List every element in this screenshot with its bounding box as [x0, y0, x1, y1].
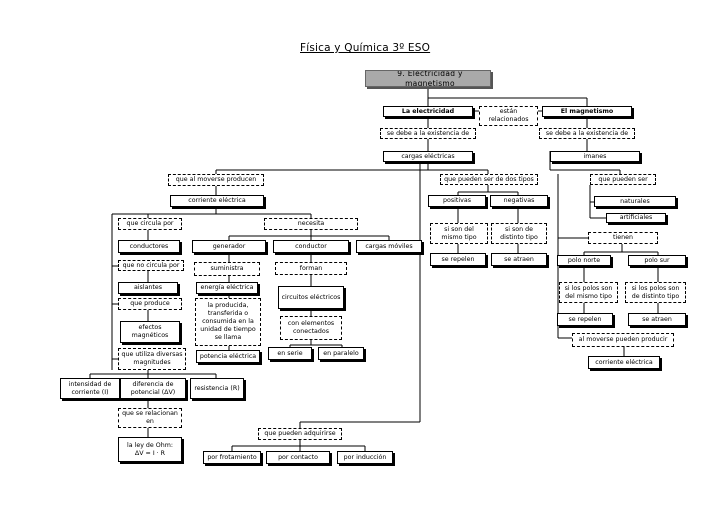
node-que-al-moverse-producen: que al moverse producen	[168, 174, 264, 186]
node-conductores: conductores	[118, 240, 180, 253]
node-la-producida: la producida, transferida o consumida en…	[195, 298, 261, 346]
node-corriente-electrica-2: corriente eléctrica	[588, 356, 660, 369]
node-si-polos-mismo-tipo: si los polos son del mismo tipo	[559, 282, 618, 303]
node-circuitos-electricos: circuitos eléctricos	[278, 286, 344, 309]
node-potencia-electrica: potencia eléctrica	[196, 350, 260, 363]
node-aislantes: aislantes	[118, 282, 178, 294]
node-que-pueden-ser-de-dos-tipos: que pueden ser de dos tipos	[440, 174, 538, 185]
node-imanes: imanes	[550, 151, 640, 162]
ley-de-ohm-label: la ley de Ohm:	[126, 441, 174, 449]
node-se-repelen-cargas: se repelen	[430, 253, 486, 266]
node-el-magnetismo: El magnetismo	[542, 106, 632, 117]
node-artificiales: artificiales	[606, 213, 666, 223]
node-se-atraen-cargas: se atraen	[491, 253, 547, 266]
node-por-contacto: por contacto	[266, 451, 330, 464]
node-resistencia: resistencia (R)	[190, 378, 244, 399]
node-por-induccion: por inducción	[337, 451, 393, 464]
node-forman: forman	[275, 262, 347, 275]
node-tienen: tienen	[588, 232, 658, 244]
node-necesita: necesita	[264, 218, 358, 230]
node-intensidad: intensidad de corriente (I)	[60, 378, 120, 399]
node-la-electricidad: La electricidad	[383, 106, 473, 117]
node-efectos-magneticos: efectos magnéticos	[120, 321, 180, 343]
node-energia-electrica: energía eléctrica	[196, 282, 258, 294]
node-en-paralelo: en paralelo	[318, 347, 364, 360]
node-si-polos-distinto-tipo: si los polos son de distinto tipo	[625, 282, 686, 303]
node-si-son-distinto-tipo: si son de distinto tipo	[491, 223, 547, 244]
node-cargas-moviles: cargas móviles	[356, 240, 422, 253]
node-al-moverse-pueden-producir: al moverse pueden producir	[572, 333, 674, 347]
node-que-no-circula-por: que no circula por	[118, 260, 184, 271]
topic-header: 9. Electricidad y magnetismo	[365, 70, 491, 87]
node-naturales: naturales	[594, 196, 676, 207]
ley-de-ohm-formula: ΔV = I · R	[134, 449, 166, 457]
node-si-son-mismo-tipo: si son del mismo tipo	[430, 223, 488, 244]
node-que-produce: que produce	[118, 298, 182, 310]
node-que-pueden-ser: que pueden ser	[590, 174, 656, 185]
node-suministra: suministra	[194, 262, 260, 276]
node-conductor: conductor	[273, 240, 349, 253]
node-que-pueden-adquirirse: que pueden adquirirse	[258, 428, 342, 440]
node-que-se-relacionan-en: que se relacionan en	[118, 408, 182, 428]
node-por-frotamiento: por frotamiento	[203, 451, 261, 464]
node-se-debe-magnetismo: se debe a la existencia de	[539, 128, 635, 139]
node-corriente-electrica: corriente eléctrica	[170, 195, 264, 207]
page-title: Física y Química 3º ESO	[300, 42, 431, 54]
node-polo-sur: polo sur	[628, 255, 686, 266]
node-que-circula-por: que circula por	[118, 218, 182, 230]
node-que-utiliza-diversas-magnitudes: que utiliza diversas magnitudes	[118, 348, 186, 370]
node-en-serie: en serie	[268, 347, 312, 360]
node-se-atraen-polos: se atraen	[628, 313, 686, 326]
node-polo-norte: polo norte	[557, 255, 611, 266]
node-generador: generador	[192, 240, 266, 253]
node-diferencia-potencial: diferencia de potencial (ΔV)	[120, 378, 186, 399]
node-se-debe-electricidad: se debe a la existencia de	[380, 128, 476, 139]
node-negativas: negativas	[490, 195, 548, 207]
node-ley-de-ohm: la ley de Ohm: ΔV = I · R	[118, 437, 182, 462]
node-con-elementos-conectados: con elementos conectados	[280, 316, 342, 340]
node-cargas-electricas: cargas eléctricas	[383, 151, 473, 162]
node-positivas: positivas	[428, 195, 486, 207]
node-se-repelen-polos: se repelen	[557, 313, 613, 326]
node-estan-relacionados: están relacionados	[479, 106, 538, 126]
